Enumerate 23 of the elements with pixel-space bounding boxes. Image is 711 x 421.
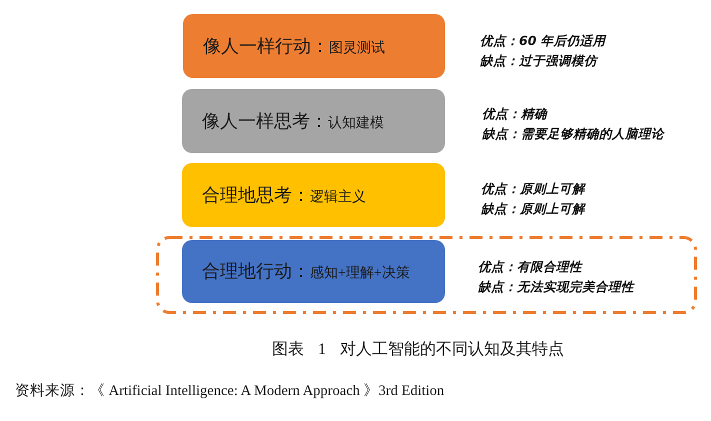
category-box	[182, 89, 445, 153]
box-heading: 合理地思考：	[202, 185, 310, 205]
category-box	[182, 240, 445, 303]
annotation-text: 优点：有限合理性	[478, 259, 582, 274]
annotation-text: 缺点：需要足够精确的人脑理论	[482, 126, 664, 141]
annotation-text: 缺点：原则上可解	[481, 201, 585, 216]
box-subtitle: 认知建模	[328, 116, 384, 131]
annotation-text: 缺点：过于强调模仿	[480, 53, 597, 68]
figure-caption: 图表 1 对人工智能的不同认知及其特点	[272, 340, 564, 360]
box-heading: 合理地行动：	[202, 261, 310, 281]
box-subtitle: 逻辑主义	[310, 190, 366, 205]
category-box	[182, 163, 445, 227]
dashed-highlight-frame	[156, 236, 697, 314]
box-heading: 像人一样思考：	[202, 111, 328, 131]
box-subtitle: 感知+理解+决策	[310, 266, 410, 281]
category-box	[183, 14, 445, 78]
source-note: 资料来源：《 Artificial Intelligence: A Modern Approach 》3rd Edition	[15, 382, 444, 400]
annotation-text: 优点：精确	[482, 106, 547, 121]
annotation-text: 缺点：无法实现完美合理性	[478, 279, 634, 294]
box-heading: 像人一样行动：	[203, 36, 329, 56]
box-subtitle: 图灵测试	[329, 41, 385, 56]
annotation-text: 优点：60 年后仍适用	[480, 33, 606, 48]
annotation-text: 优点：原则上可解	[481, 181, 585, 196]
